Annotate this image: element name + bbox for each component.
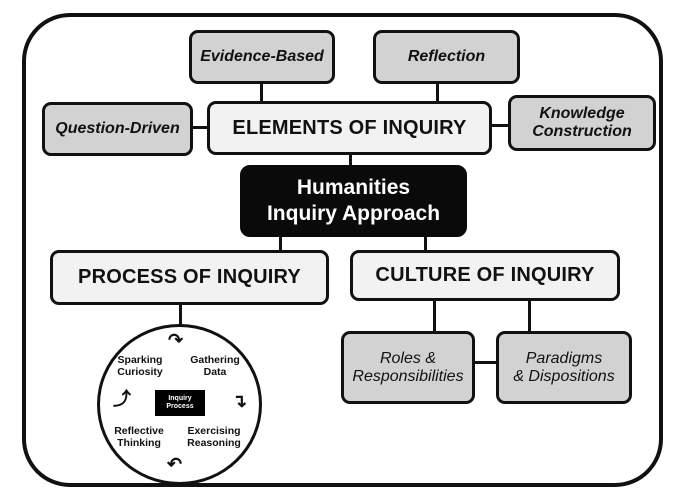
- sparking-line-1: Sparking: [117, 354, 163, 366]
- roles-line-2: Responsibilities: [352, 367, 464, 385]
- process-of-inquiry-title: PROCESS OF INQUIRY: [78, 266, 301, 289]
- knowledge-line-2: Construction: [532, 123, 632, 140]
- stage-reflective-thinking: Reflective Thinking: [109, 425, 169, 449]
- connector-core-process: [279, 234, 282, 252]
- knowledge-construction-box: Knowledge Construction: [508, 95, 656, 151]
- gathering-line-2: Data: [203, 366, 227, 379]
- connector-evidence: [260, 80, 263, 104]
- cycle-arrow-left-icon: ⤴: [113, 389, 131, 409]
- paradigms-line-2: & Dispositions: [513, 367, 615, 385]
- elements-of-inquiry-title: ELEMENTS OF INQUIRY: [232, 116, 467, 139]
- exercising-line-1: Exercising: [187, 425, 241, 437]
- reflection-label: Reflection: [407, 48, 486, 66]
- roles-text: Roles & Responsibilities: [352, 350, 463, 386]
- reflective-line-1: Reflective: [114, 425, 164, 437]
- center-line-2: Process: [166, 403, 194, 410]
- paradigms-line-1: Paradigms: [525, 349, 603, 367]
- roles-responsibilities-box: Roles & Responsibilities: [341, 331, 475, 404]
- center-text: Inquiry Process: [166, 395, 193, 411]
- reflection-box: Reflection: [373, 30, 520, 84]
- paradigms-dispositions-box: Paradigms & Dispositions: [496, 331, 632, 404]
- core-line-2: Inquiry Approach: [266, 202, 441, 225]
- elements-of-inquiry-box: ELEMENTS OF INQUIRY: [207, 101, 492, 155]
- culture-of-inquiry-title: CULTURE OF INQUIRY: [375, 264, 595, 287]
- knowledge-line-1: Knowledge: [539, 105, 625, 123]
- process-of-inquiry-box: PROCESS OF INQUIRY: [50, 250, 329, 305]
- connector-roles-paradigms: [473, 361, 498, 364]
- center-line-1: Inquiry: [168, 394, 192, 402]
- inquiry-process-center: Inquiry Process: [155, 390, 205, 416]
- core-line-1: Humanities: [296, 175, 411, 199]
- connector-culture-roles: [433, 298, 436, 333]
- stage-exercising-reasoning: Exercising Reasoning: [183, 425, 245, 449]
- reflective-line-2: Thinking: [117, 437, 161, 450]
- connector-knowledge: [489, 124, 511, 127]
- connector-process-cycle: [179, 302, 182, 326]
- connector-question: [190, 126, 210, 129]
- connector-core-culture: [424, 234, 427, 252]
- roles-line-1: Roles &: [379, 349, 436, 367]
- knowledge-construction-text: Knowledge Construction: [532, 105, 632, 141]
- sparking-line-2: Curiosity: [117, 366, 163, 379]
- culture-of-inquiry-box: CULTURE OF INQUIRY: [350, 250, 620, 301]
- question-driven-label: Question-Driven: [55, 120, 180, 138]
- exercising-line-2: Reasoning: [187, 437, 241, 450]
- connector-culture-paradigms: [528, 298, 531, 333]
- evidence-based-label: Evidence-Based: [200, 48, 324, 66]
- connector-elements-core: [349, 152, 352, 168]
- stage-sparking-curiosity: Sparking Curiosity: [111, 354, 169, 378]
- cycle-arrow-top-icon: ↷: [168, 330, 184, 350]
- cycle-arrow-bottom-icon: ↶: [167, 454, 183, 474]
- paradigms-text: Paradigms & Dispositions: [513, 350, 614, 386]
- cycle-arrow-right-icon: ↴: [232, 391, 248, 411]
- humanities-inquiry-approach-box: Humanities Inquiry Approach: [240, 165, 467, 237]
- question-driven-box: Question-Driven: [42, 102, 193, 156]
- stage-gathering-data: Gathering Data: [186, 354, 244, 378]
- evidence-based-box: Evidence-Based: [189, 30, 335, 84]
- connector-reflection: [436, 80, 439, 104]
- core-text: Humanities Inquiry Approach: [267, 175, 440, 228]
- gathering-line-1: Gathering: [190, 354, 240, 366]
